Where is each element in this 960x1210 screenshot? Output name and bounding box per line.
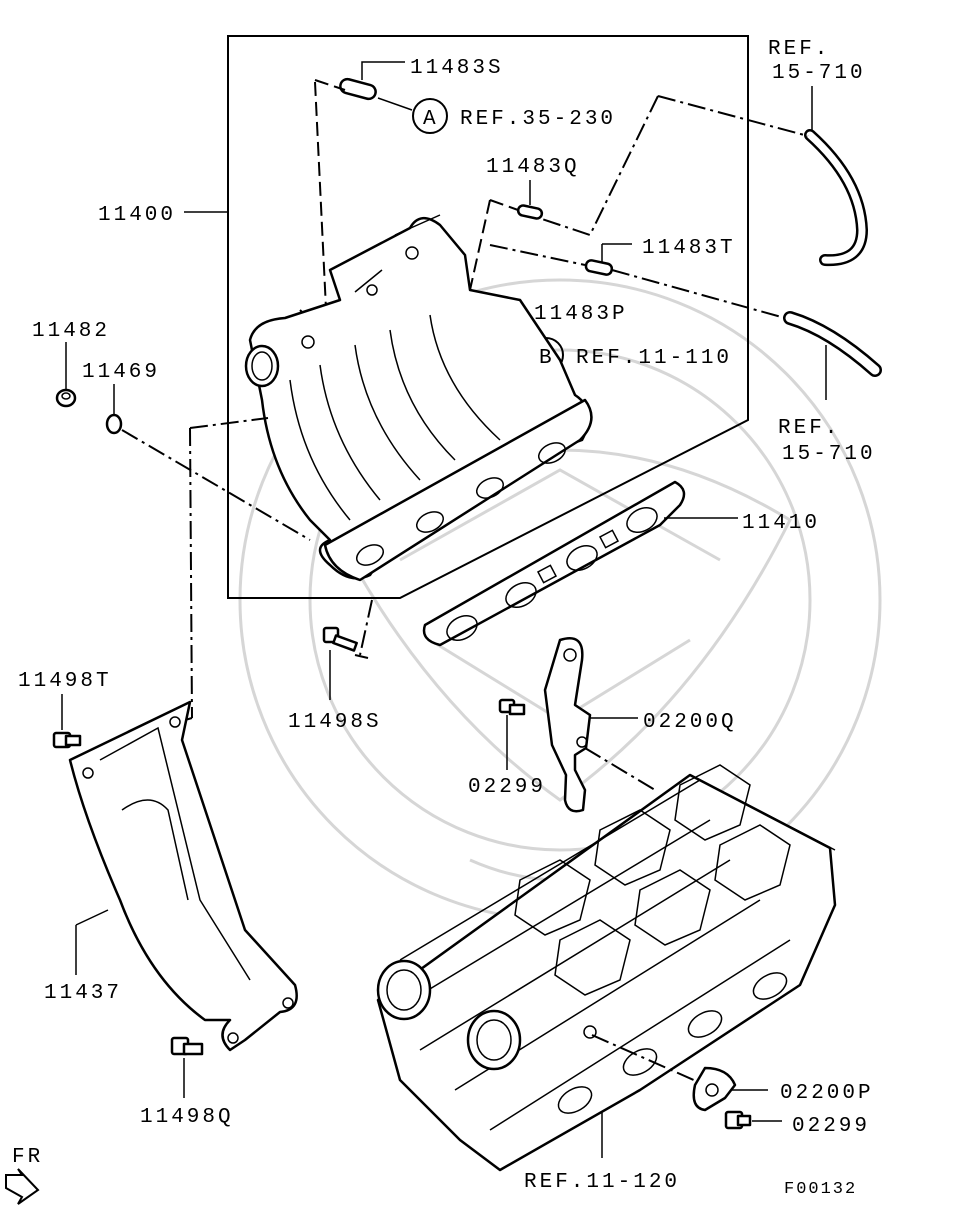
bolt-02299-lower xyxy=(724,1110,752,1130)
pin-11483Q xyxy=(516,204,544,220)
label-circle-a: A xyxy=(423,108,439,131)
pin-11483S xyxy=(339,77,377,101)
bolt-11498S xyxy=(322,626,358,652)
washer-11469 xyxy=(105,413,123,435)
label-fr: FR xyxy=(12,1146,43,1169)
gasket-11410 xyxy=(422,480,686,647)
label-11483Q: 11483Q xyxy=(486,156,580,179)
manifold-stay-11437 xyxy=(68,700,298,1052)
label-11498S: 11498S xyxy=(288,711,382,734)
bracket-02200Q xyxy=(543,637,592,813)
label-11400: 11400 xyxy=(98,204,176,227)
label-11469: 11469 xyxy=(82,361,160,384)
pin-11483T xyxy=(584,259,614,276)
manifold-frame xyxy=(227,35,749,599)
label-11482: 11482 xyxy=(32,320,110,343)
nut-11482 xyxy=(55,388,77,408)
vacuum-hose-upper xyxy=(804,129,869,267)
label-02200P: 02200P xyxy=(780,1082,874,1105)
ref-circle-a xyxy=(412,98,448,134)
label-11498T: 11498T xyxy=(18,670,112,693)
bracket-02200P xyxy=(692,1066,737,1112)
bolt-11498Q xyxy=(170,1036,204,1056)
label-ref-15-710-mid-line1: REF. xyxy=(778,417,840,440)
label-11498Q: 11498Q xyxy=(140,1106,234,1129)
label-ref-35-230: REF.35-230 xyxy=(460,108,616,131)
label-11437: 11437 xyxy=(44,982,122,1005)
intake-manifold-11400 xyxy=(244,214,593,582)
label-circle-b: B xyxy=(539,347,555,370)
bolt-02299-upper xyxy=(498,698,526,716)
bolt-11498T xyxy=(52,731,82,749)
label-ref-15-710-mid-line2: 15-710 xyxy=(782,443,876,466)
label-11483T: 11483T xyxy=(642,237,736,260)
label-11410: 11410 xyxy=(742,512,820,535)
label-ref-11-120: REF.11-120 xyxy=(524,1171,680,1194)
cylinder-head xyxy=(376,764,837,1172)
figure-code: F00132 xyxy=(784,1180,857,1199)
front-direction-arrow-icon xyxy=(5,1168,40,1205)
label-ref-11-110: REF.11-110 xyxy=(576,347,732,370)
label-11483P: 11483P xyxy=(534,303,628,326)
vacuum-hose-lower xyxy=(783,311,882,377)
label-02299-lower: 02299 xyxy=(792,1115,870,1138)
label-02200Q: 02200Q xyxy=(643,711,737,734)
label-ref-15-710-top-line2: 15-710 xyxy=(772,62,866,85)
label-ref-15-710-top-line1: REF. xyxy=(768,38,830,61)
label-02299-upper: 02299 xyxy=(468,776,546,799)
label-11483S: 11483S xyxy=(410,57,504,80)
